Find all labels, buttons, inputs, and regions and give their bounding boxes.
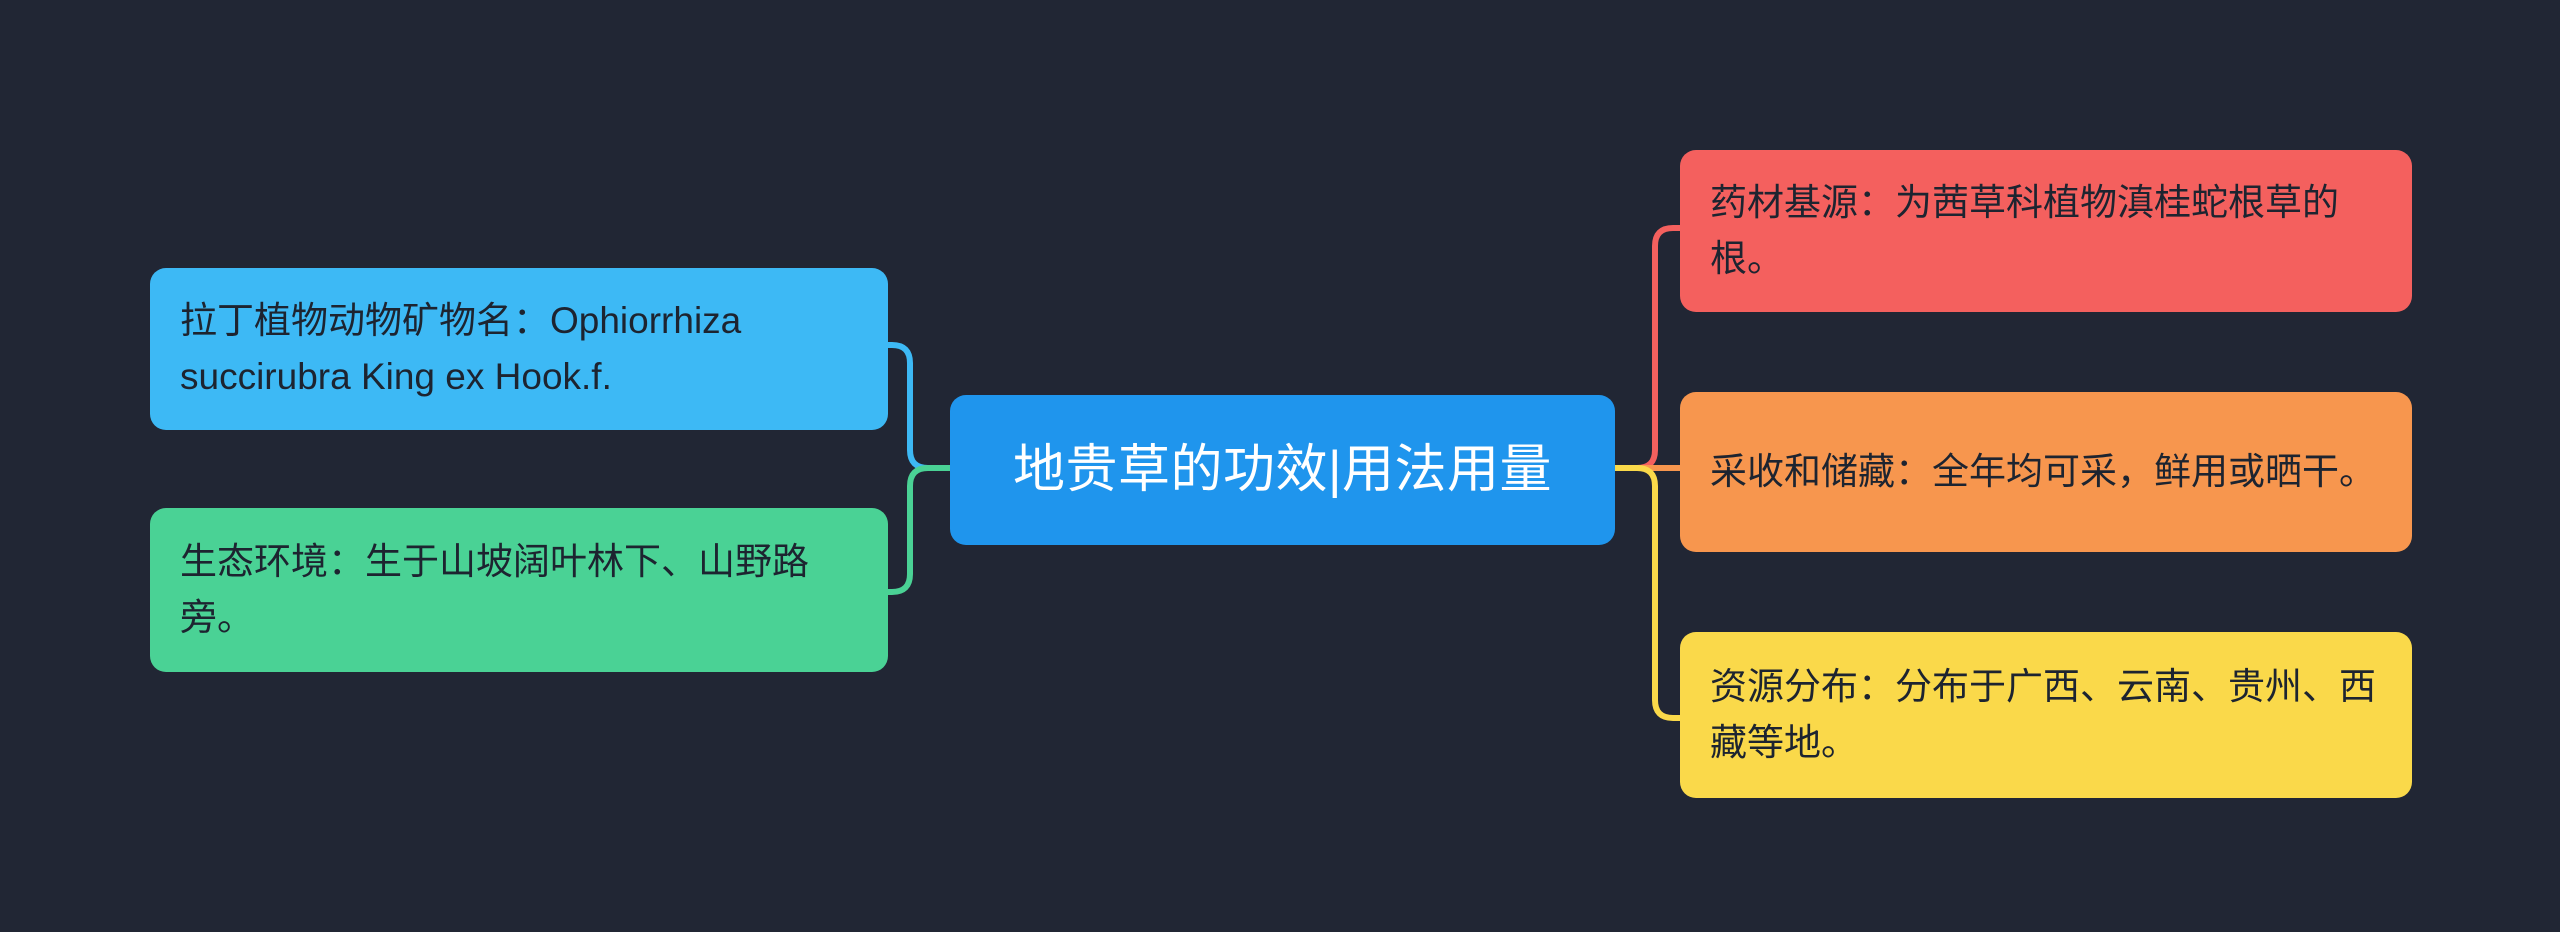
node-latin-name-label: 拉丁植物动物矿物名：Ophiorrhiza succirubra King ex… xyxy=(180,299,742,397)
node-harvest-label: 采收和储藏：全年均可采，鲜用或晒干。 xyxy=(1710,450,2376,492)
node-harvest[interactable]: 采收和储藏：全年均可采，鲜用或晒干。 xyxy=(1680,392,2412,552)
node-center-topic[interactable]: 地贵草的功效|用法用量 xyxy=(950,395,1615,545)
connector-ecology xyxy=(885,465,953,595)
node-distribution-label: 资源分布：分布于广西、云南、贵州、西藏等地。 xyxy=(1710,665,2376,763)
connector-latin-name xyxy=(885,342,953,471)
connector-distribution xyxy=(1612,465,1683,721)
node-source-label: 药材基源：为茜草科植物滇桂蛇根草的根。 xyxy=(1710,181,2339,279)
node-source[interactable]: 药材基源：为茜草科植物滇桂蛇根草的根。 xyxy=(1680,150,2412,312)
node-distribution[interactable]: 资源分布：分布于广西、云南、贵州、西藏等地。 xyxy=(1680,632,2412,798)
node-ecology-label: 生态环境：生于山坡阔叶林下、山野路旁。 xyxy=(180,540,809,638)
node-latin-name[interactable]: 拉丁植物动物矿物名：Ophiorrhiza succirubra King ex… xyxy=(150,268,888,430)
node-center-topic-label: 地贵草的功效|用法用量 xyxy=(1012,440,1552,499)
node-ecology[interactable]: 生态环境：生于山坡阔叶林下、山野路旁。 xyxy=(150,508,888,672)
connector-source xyxy=(1612,225,1683,471)
